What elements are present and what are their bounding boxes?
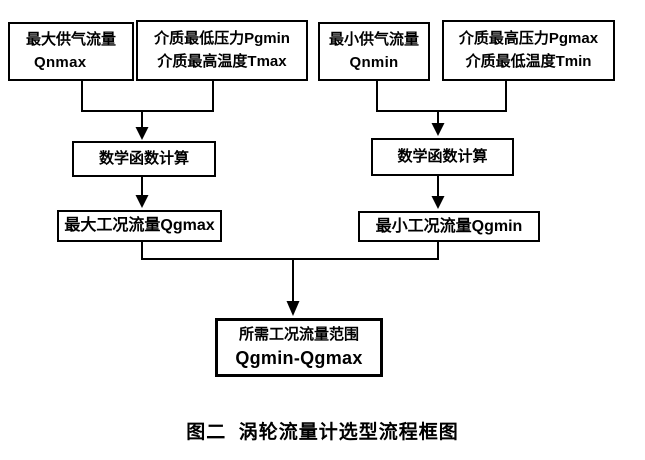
connector-top-right <box>376 80 507 136</box>
arrow-calc-right-to-qgmin <box>431 176 445 209</box>
node-pgmin-tmax: 介质最低压力Pgmin 介质最高温度Tmax <box>136 20 308 81</box>
node-qgmin: 最小工况流量Qgmin <box>358 211 540 242</box>
connector-merge <box>141 242 439 316</box>
node-qnmax: 最大供气流量 Qnmax <box>8 22 134 81</box>
arrow-down-icon <box>135 195 149 208</box>
node-pgmax-tmin-line2: 介质最低温度Tmin <box>465 53 592 70</box>
node-calc-right-label: 数学函数计算 <box>397 148 488 165</box>
arrow-down-icon <box>431 196 445 209</box>
arrow-down-icon <box>431 123 445 136</box>
node-pgmin-tmax-line1: 介质最低压力Pgmin <box>154 30 290 47</box>
node-qgmax-label: 最大工况流量Qgmax <box>64 217 215 235</box>
node-result-line1: 所需工况流量范围 <box>238 325 359 343</box>
node-pgmin-tmax-line2: 介质最高温度Tmax <box>157 53 287 70</box>
node-qgmax: 最大工况流量Qgmax <box>57 210 222 242</box>
node-qnmin: 最小供气流量 Qnmin <box>318 22 430 81</box>
arrow-down-icon <box>135 127 149 140</box>
figure-caption: 图二 涡轮流量计选型流程框图 <box>186 422 459 443</box>
node-pgmax-tmin: 介质最高压力Pgmax 介质最低温度Tmin <box>442 20 615 81</box>
node-qgmin-label: 最小工况流量Qgmin <box>375 217 523 235</box>
connector-top-left <box>81 80 214 140</box>
arrow-calc-left-to-qgmax <box>135 177 149 208</box>
node-qnmin-line1: 最小供气流量 <box>328 31 419 48</box>
node-qnmax-line2: Qnmax <box>34 54 87 71</box>
node-calc-right: 数学函数计算 <box>371 138 514 176</box>
arrow-down-icon <box>286 301 300 316</box>
node-calc-left: 数学函数计算 <box>72 141 216 177</box>
node-pgmax-tmin-line1: 介质最高压力Pgmax <box>458 30 599 47</box>
node-qnmax-line1: 最大供气流量 <box>25 31 116 48</box>
node-calc-left-label: 数学函数计算 <box>98 150 189 167</box>
node-qnmin-line2: Qnmin <box>349 54 399 71</box>
node-result-line2: Qgmin-Qgmax <box>235 347 363 368</box>
node-result: 所需工况流量范围 Qgmin-Qgmax <box>215 318 383 377</box>
